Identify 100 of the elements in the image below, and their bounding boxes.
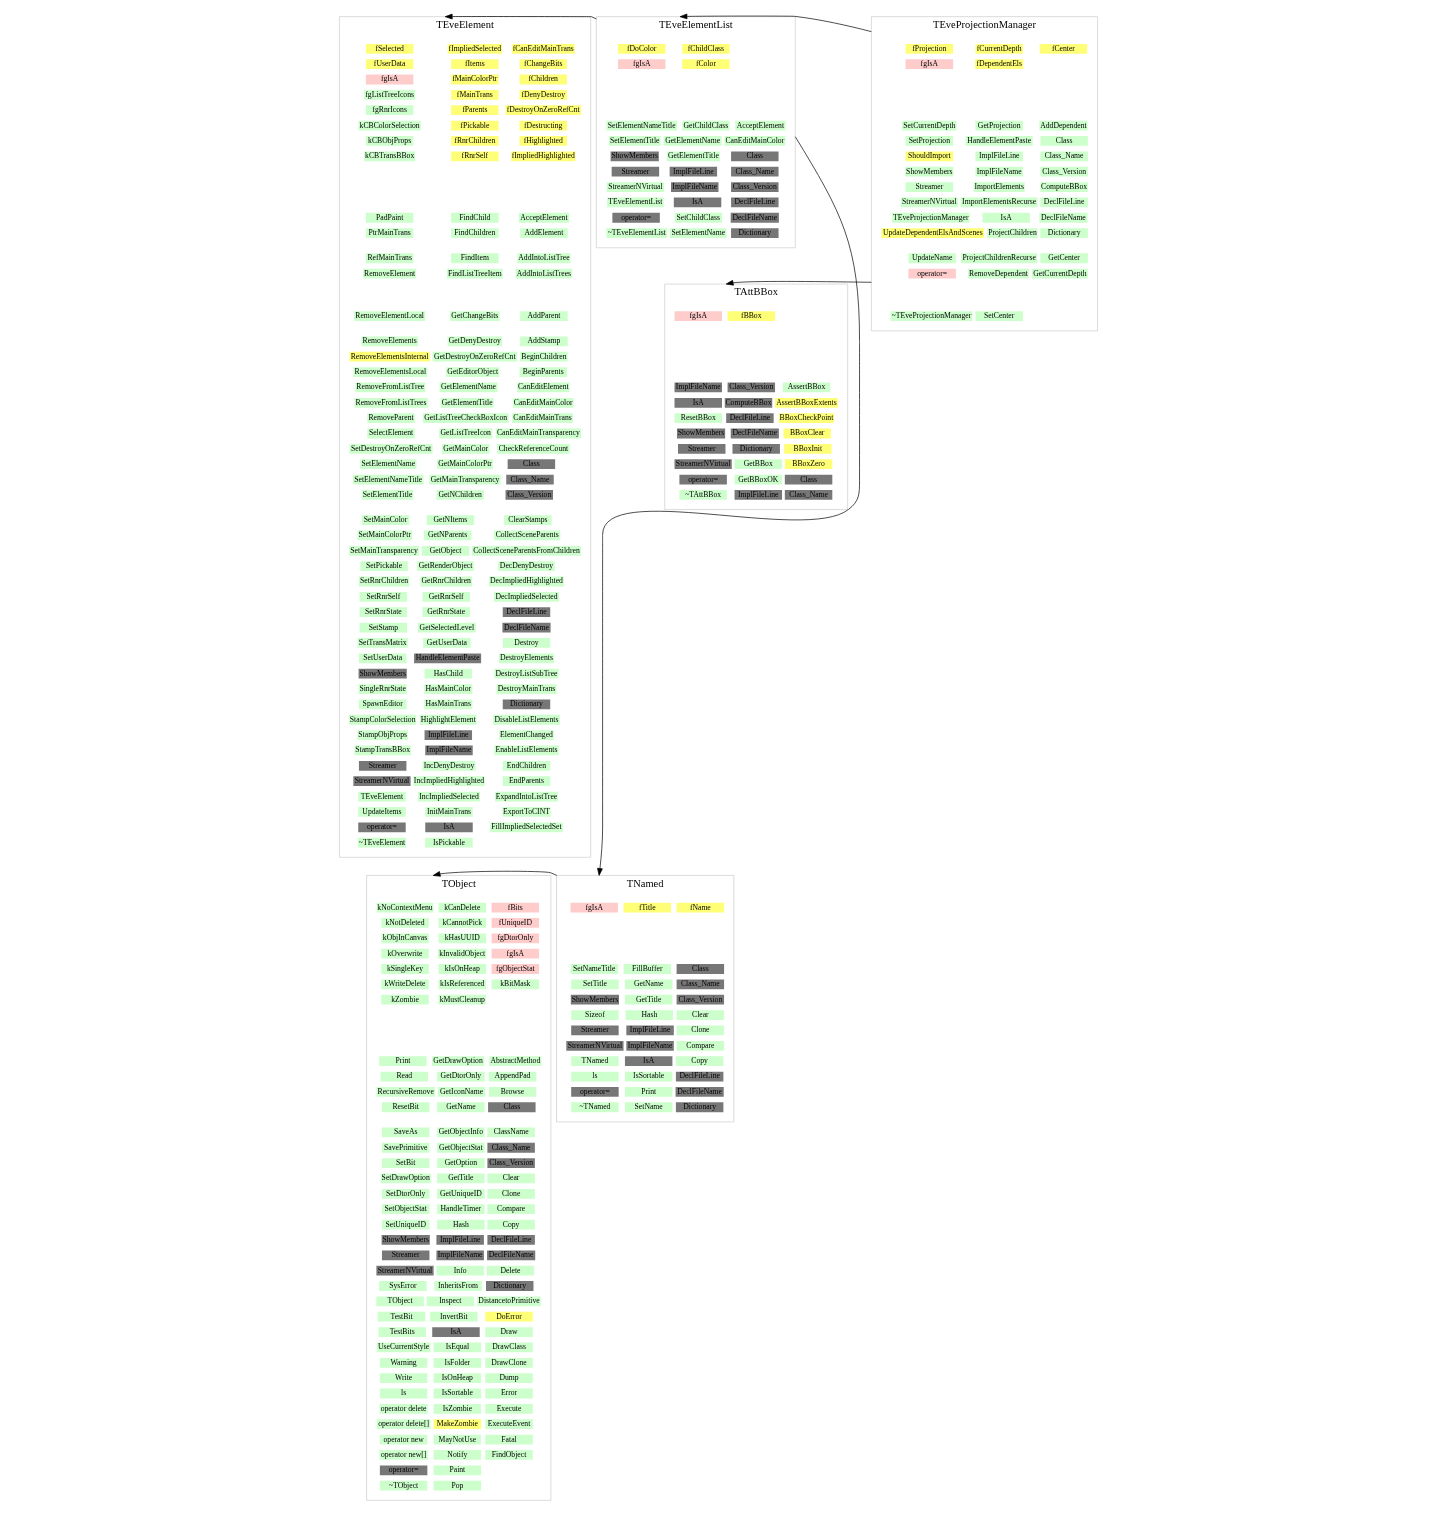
node-box-text: SetDestroyOnZeroRefCnt [349,443,433,454]
node-box: kCBTransBBox [364,151,416,162]
node-box: EndChildren [502,760,551,771]
node-box: fMainColorPtr [451,74,499,85]
node-box: CanEditElement [517,382,570,393]
node-box: Execute [485,1404,533,1414]
node-box: fChildClass [682,43,730,54]
node-box: Class [784,474,833,485]
node-box: kIsReferenced [438,979,486,990]
node-box: RemoveElementsLocal [353,367,428,377]
node-box: Dictionary [732,443,780,454]
node-box-text: GetDenyDestroy [447,336,503,347]
node-box: Class_Name [487,1142,535,1153]
node-box: fgRnrIcons [365,105,414,116]
node-box: kCanDelete [438,902,486,913]
node-box: CollectSceneParentsFromChildren [472,545,581,556]
node-box: Copy [675,1056,724,1067]
node-box: fTitle [623,902,671,913]
node-box: operator= [379,1465,428,1476]
node-box: Read [380,1071,429,1082]
node-box: GetObject [421,545,470,556]
node-box: Write [379,1373,428,1384]
node-box: GetProjection [975,120,1023,131]
node-box: EnableListElements [494,745,559,756]
node-box: TObject [376,1296,424,1307]
node-box: fUniqueID [491,918,540,928]
node-box-text: BeginChildren [520,351,568,362]
node-box: ResetBit [381,1102,430,1113]
node-box: TestBit [377,1311,426,1322]
node-box: InitMainTrans [425,807,473,817]
node-box: GetChildClass [682,120,730,131]
node-box: DeclFileLine [502,607,551,618]
node-box-text: fgListTreeIcons [364,90,416,100]
node-box: FindItem [451,253,499,264]
node-box: fgDtorOnly [491,933,540,944]
node-box: ImplFileLine [436,1235,484,1245]
node-box: SetElementNameTitle [353,474,424,485]
node-box: SetTitle [571,979,619,990]
node-box: PadPaint [365,212,414,223]
node-box: DrawClass [485,1342,533,1353]
node-box: GetUserData [423,638,471,648]
node-box-text: DestroyElements [498,653,555,664]
node-box: DeclFileLine [731,197,779,208]
node-box: HasMainColor [424,684,473,694]
node-box: ls [379,1388,428,1399]
node-box: operator= [571,1087,619,1097]
node-box: kSingleKey [381,964,429,974]
node-box-text: SetCurrentDepth [902,120,957,131]
node-box: Class_Name [506,474,554,485]
node-box: AppendPad [488,1071,537,1082]
node-box-text: IncImpliedSelected [417,791,481,802]
node-box: fgIsA [365,74,414,85]
node-box: fPickable [451,120,499,131]
node-box: DeclFileLine [726,413,774,423]
node-box: Browse [488,1087,537,1097]
node-box: Compare [676,1040,725,1051]
node-box: IsA [673,197,722,208]
arrow [679,13,872,32]
node-box: TEveElementList [607,197,664,208]
node-box: SetRnrState [359,607,408,618]
node-box: SetStamp [359,622,408,633]
node-box-text: AcceptElement [735,120,786,131]
node-box: RemoveParent [367,413,415,423]
node-box: ImplFileLine [734,490,783,500]
node-box: SetElementTitle [361,490,414,500]
node-box: GetBBox [734,459,783,470]
node-box-text: GetChangeBits [450,311,500,322]
node-box: Dictionary [502,699,551,710]
node-box: ShowMembers [610,151,659,162]
node-box: ~TAttBBox [679,490,727,500]
node-box: operator= [612,212,660,223]
node-box: BBoxInit [784,443,832,454]
node-box: ~TNamed [571,1102,619,1113]
node-box: Streamer [381,1250,430,1261]
node-box: RemoveElementsInternal [349,351,430,362]
node-box: DeclFileName [730,212,779,223]
node-box-text: operator delete [379,1404,428,1414]
node-box: Copy [487,1219,535,1230]
node-box-text: ImplFileName [436,1250,484,1261]
node-box-text: IncImpliedHighlighted [413,776,485,787]
node-box: GetNChildren [436,490,484,500]
node-box: StreamerNVirtual [674,459,732,470]
node-box: Sizeof [571,1010,619,1020]
node-box-text: GetDrawOption [431,1056,485,1067]
node-box: ImplFileLine [424,730,473,740]
node-box: Class_Name [784,490,833,500]
node-box: ~TObject [379,1480,428,1491]
node-box: RecursiveRemove [376,1087,436,1097]
node-box: GetNItems [426,515,475,525]
node-box-text: ImplFileName [425,745,473,756]
node-box: Delete [486,1265,535,1276]
node-box: Class_Version [727,382,776,393]
node-box: FindChild [451,212,499,223]
node-box: EndParents [502,776,551,787]
node-box: HasMainTrans [424,699,473,710]
node-box: GetOption [437,1158,485,1168]
node-box: Streamer [611,166,660,177]
node-box-text: operator new[] [379,1450,428,1460]
node-box: kIsOnHeap [438,964,486,974]
node-box: GetListTreeCheckBoxIcon [422,413,509,423]
